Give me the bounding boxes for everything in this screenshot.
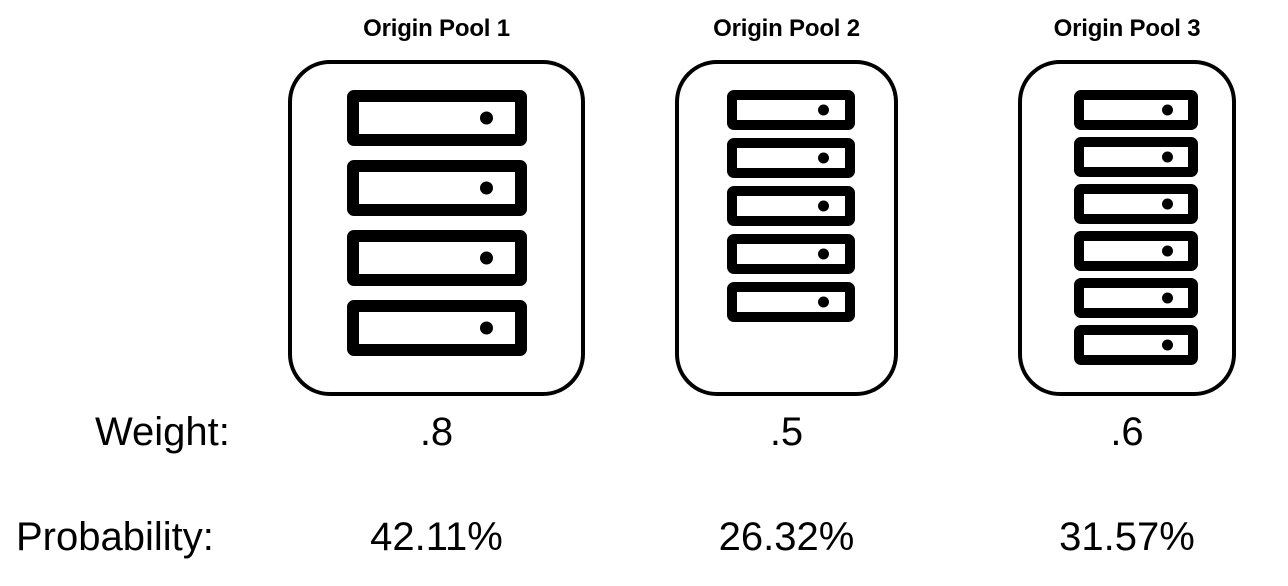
server-stack-2 — [727, 90, 855, 322]
server-unit — [1074, 278, 1198, 318]
server-led-icon — [1162, 198, 1173, 210]
server-unit — [727, 282, 855, 322]
server-unit — [347, 230, 527, 286]
server-led-icon — [480, 321, 493, 335]
probability-value-pool-3: 31.57% — [1059, 515, 1195, 559]
server-unit — [727, 186, 855, 226]
weight-value-pool-3: .6 — [1110, 410, 1144, 454]
server-led-icon — [480, 251, 493, 265]
weight-value-pool-2: .5 — [769, 410, 804, 454]
probability-value-pool-1: 42.11% — [370, 515, 503, 559]
pool-column-1: Origin Pool 1 — [288, 0, 585, 400]
weight-row-label: Weight: — [95, 410, 230, 454]
server-stack-1 — [347, 90, 527, 356]
server-led-icon — [1162, 292, 1173, 304]
server-led-icon — [818, 200, 829, 212]
server-led-icon — [818, 296, 829, 308]
server-unit — [727, 138, 855, 178]
server-unit — [1074, 137, 1198, 177]
server-unit — [1074, 90, 1198, 130]
server-led-icon — [480, 111, 493, 125]
server-led-icon — [818, 104, 829, 116]
server-unit — [1074, 184, 1198, 224]
server-unit — [347, 300, 527, 356]
server-led-icon — [480, 181, 493, 195]
server-unit — [347, 90, 527, 146]
pool-title-3: Origin Pool 3 — [1053, 15, 1201, 42]
server-led-icon — [1162, 339, 1173, 351]
pool-title-2: Origin Pool 2 — [713, 15, 860, 42]
probability-value-pool-2: 26.32% — [718, 515, 855, 559]
server-stack-3 — [1074, 90, 1198, 365]
server-unit — [1074, 231, 1198, 271]
server-led-icon — [818, 248, 829, 260]
server-unit — [1074, 325, 1198, 365]
server-led-icon — [818, 152, 829, 164]
weight-value-pool-1: .8 — [419, 410, 454, 454]
server-unit — [727, 90, 855, 130]
pool-title-1: Origin Pool 1 — [363, 15, 510, 42]
server-led-icon — [1162, 104, 1173, 116]
server-unit — [347, 160, 527, 216]
pool-column-3: Origin Pool 3 — [1018, 0, 1236, 400]
pool-column-2: Origin Pool 2 — [675, 0, 898, 400]
server-led-icon — [1162, 151, 1173, 163]
probability-row-label: Probability: — [16, 515, 214, 559]
server-led-icon — [1162, 245, 1173, 257]
server-unit — [727, 234, 855, 274]
